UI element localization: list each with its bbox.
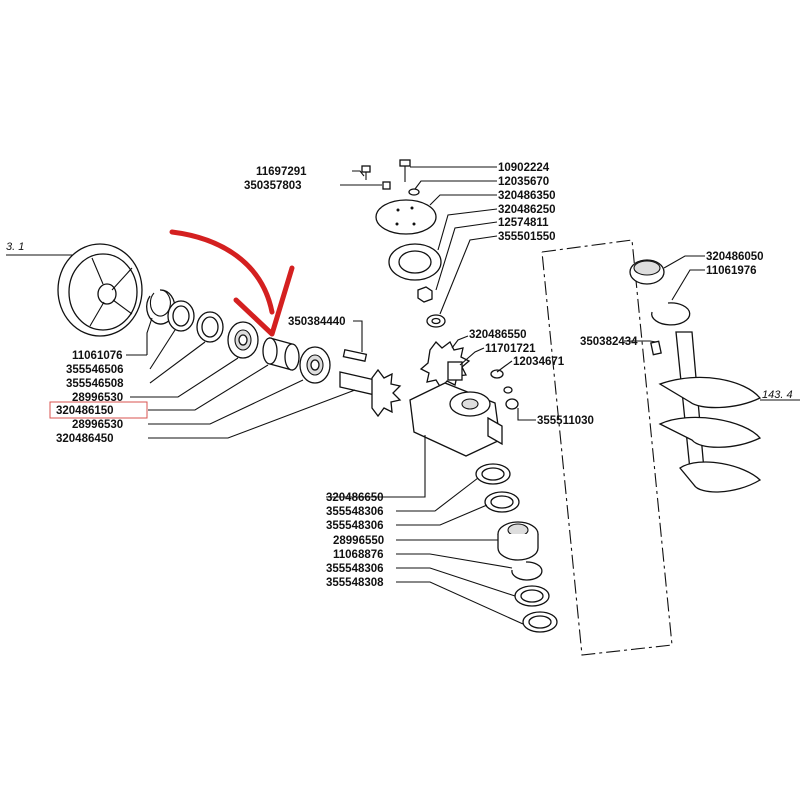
part-label[interactable]: 350384440	[288, 316, 346, 328]
part-label[interactable]: 28996550	[333, 535, 384, 547]
part-label[interactable]: 11061076	[72, 350, 123, 362]
part-label[interactable]: 10902224	[498, 162, 550, 174]
part-label[interactable]: 320486450	[56, 433, 114, 445]
pin-drawing	[342, 349, 368, 362]
part-label[interactable]: 320486350	[498, 190, 556, 202]
drive-shaft-gear-drawing	[339, 368, 402, 418]
auger-section-boundary	[541, 239, 673, 656]
red-arrow-icon	[169, 229, 295, 337]
part-label-highlighted[interactable]: 320486150	[56, 405, 114, 417]
auger-drawing	[629, 259, 762, 493]
part-label[interactable]: 355511030	[537, 415, 594, 427]
part-label[interactable]: 11697291	[256, 166, 307, 178]
part-labels-top: 11697291 350357803 10902224 12035670 320…	[244, 162, 556, 243]
gearbox-housing-drawing	[409, 341, 519, 457]
bearing-drawing	[227, 321, 259, 359]
top-cover-assembly-drawing	[361, 159, 446, 328]
part-label[interactable]: 350382434	[580, 336, 638, 348]
part-label[interactable]: 28996530	[72, 419, 123, 431]
spacer-sleeve-drawing	[262, 337, 300, 371]
part-labels-bottom: 320486650 355548306 355548306 28996550 1…	[326, 492, 384, 589]
part-labels-mid: 320486550 11701721 12034671 355511030	[469, 329, 594, 427]
part-label[interactable]: 28996530	[72, 392, 123, 404]
part-label[interactable]: 355501550	[498, 231, 556, 243]
part-label[interactable]: 11701721	[485, 343, 536, 355]
part-label[interactable]: 355546508	[66, 378, 124, 390]
part-label[interactable]: 320486550	[469, 329, 527, 341]
part-label[interactable]: 12034671	[513, 356, 565, 368]
bottom-seal-stack-drawing	[475, 463, 558, 633]
part-label[interactable]: 11061976	[706, 265, 757, 277]
highlight-box	[49, 401, 148, 419]
part-label[interactable]: 355548306	[326, 563, 384, 575]
part-label[interactable]: 350357803	[244, 180, 302, 192]
leader-lines-right	[624, 255, 800, 401]
leader-lines-top	[340, 166, 498, 315]
part-label[interactable]: 320486050	[706, 251, 764, 263]
bearing-drawing	[299, 346, 331, 384]
part-label[interactable]: 355548306	[326, 520, 384, 532]
part-label[interactable]: 12035670	[498, 176, 549, 188]
part-label[interactable]: 320486650	[326, 492, 384, 504]
part-label[interactable]: 320486250	[498, 204, 556, 216]
part-label[interactable]: 11068876	[333, 549, 384, 561]
leader-lines-bottom	[396, 477, 524, 625]
leader-lines-left	[126, 317, 356, 439]
part-label[interactable]: 355548306	[326, 506, 384, 518]
leader-lines-mid	[326, 335, 536, 498]
part-label[interactable]: 355546506	[66, 364, 124, 376]
part-labels-left: 11061076 355546506 355546508 28996530 32…	[56, 350, 124, 445]
pulley-wheel-drawing	[57, 243, 143, 337]
page-ref-left: 3. 1	[6, 241, 24, 253]
part-labels-right: 320486050 11061976 350382434	[580, 251, 764, 348]
part-label[interactable]: 12574811	[498, 217, 549, 229]
page-ref-right: 143. 4	[762, 389, 793, 401]
part-label[interactable]: 355548308	[326, 577, 384, 589]
